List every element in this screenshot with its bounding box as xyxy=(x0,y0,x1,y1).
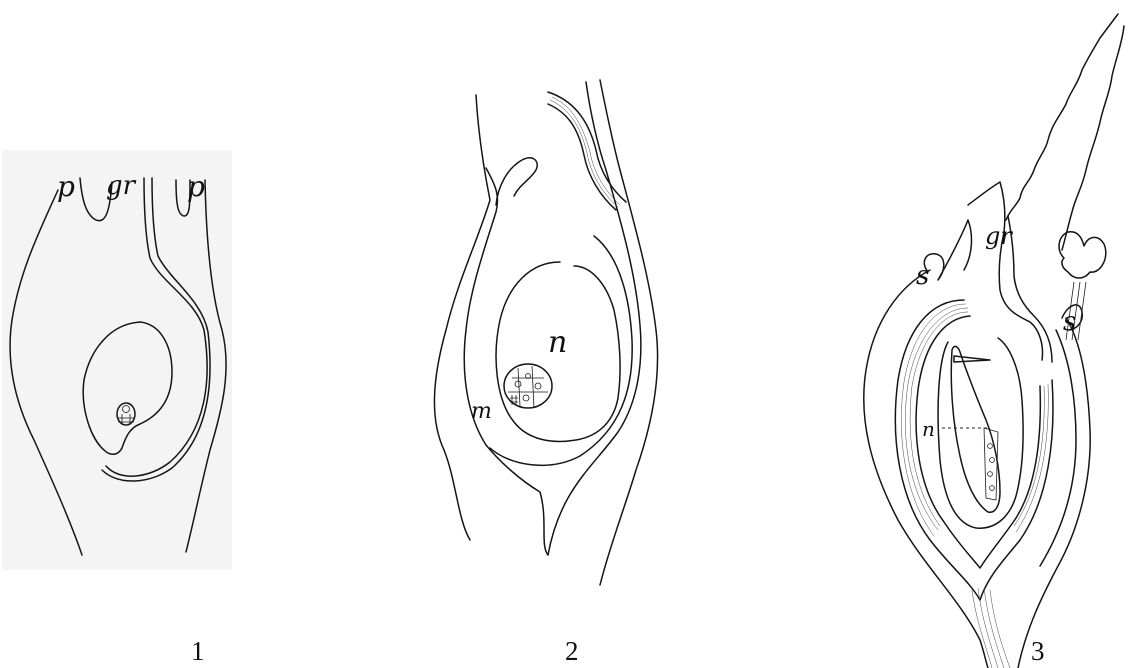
figure-1-number: 1 xyxy=(191,636,205,667)
figure-3-style-left xyxy=(968,182,1043,360)
figure-2-middle-right-wall xyxy=(548,82,641,555)
figure-3-label-s-left: s xyxy=(916,261,929,291)
figure-2-pore xyxy=(496,158,537,205)
figure-3-base-strands xyxy=(972,588,1010,668)
figure-3-body-right xyxy=(1018,318,1090,668)
figure-1-label-right-p: p xyxy=(187,170,205,203)
figure-3-body-left xyxy=(864,270,988,668)
figure-2-cell-mass xyxy=(504,364,552,408)
figure-2-outer-right-wall xyxy=(600,80,658,585)
figure-3-number: 3 xyxy=(1031,636,1045,667)
figure-3-integument-inner xyxy=(916,316,1040,568)
figure-3-drawing: gr s s n xyxy=(864,14,1124,668)
figure-3-flap-left xyxy=(924,220,971,280)
figure-2-strand-hatching xyxy=(550,97,620,207)
figure-3-label-s-right: s xyxy=(1063,307,1076,337)
figure-1-label-gr: gr xyxy=(106,171,137,201)
figure-3-label-n: n xyxy=(922,417,935,441)
figure-3-style-right xyxy=(1008,216,1052,362)
figure-3-nucellus-cells xyxy=(984,428,998,500)
figure-1-paper-tint xyxy=(2,150,232,570)
figure-2-drawing: n m xyxy=(434,80,657,585)
figure-2-inner-left-wall xyxy=(464,168,548,555)
figure-1-drawing: p gr p xyxy=(2,150,232,570)
figure-2-label-m: m xyxy=(471,399,492,424)
figure-1-label-left-p: p xyxy=(57,170,75,203)
figure-3-stigma-right xyxy=(1062,26,1124,250)
figure-2-number: 2 xyxy=(565,636,579,667)
figure-3-label-gr: gr xyxy=(985,222,1013,250)
figure-2-outer-left-wall xyxy=(434,95,490,540)
figure-2-label-n: n xyxy=(548,325,567,360)
figure-3-embryo-flag xyxy=(954,356,990,362)
figure-3-inner-fold xyxy=(951,346,1000,512)
figure-3-integument-outer xyxy=(895,300,1053,600)
